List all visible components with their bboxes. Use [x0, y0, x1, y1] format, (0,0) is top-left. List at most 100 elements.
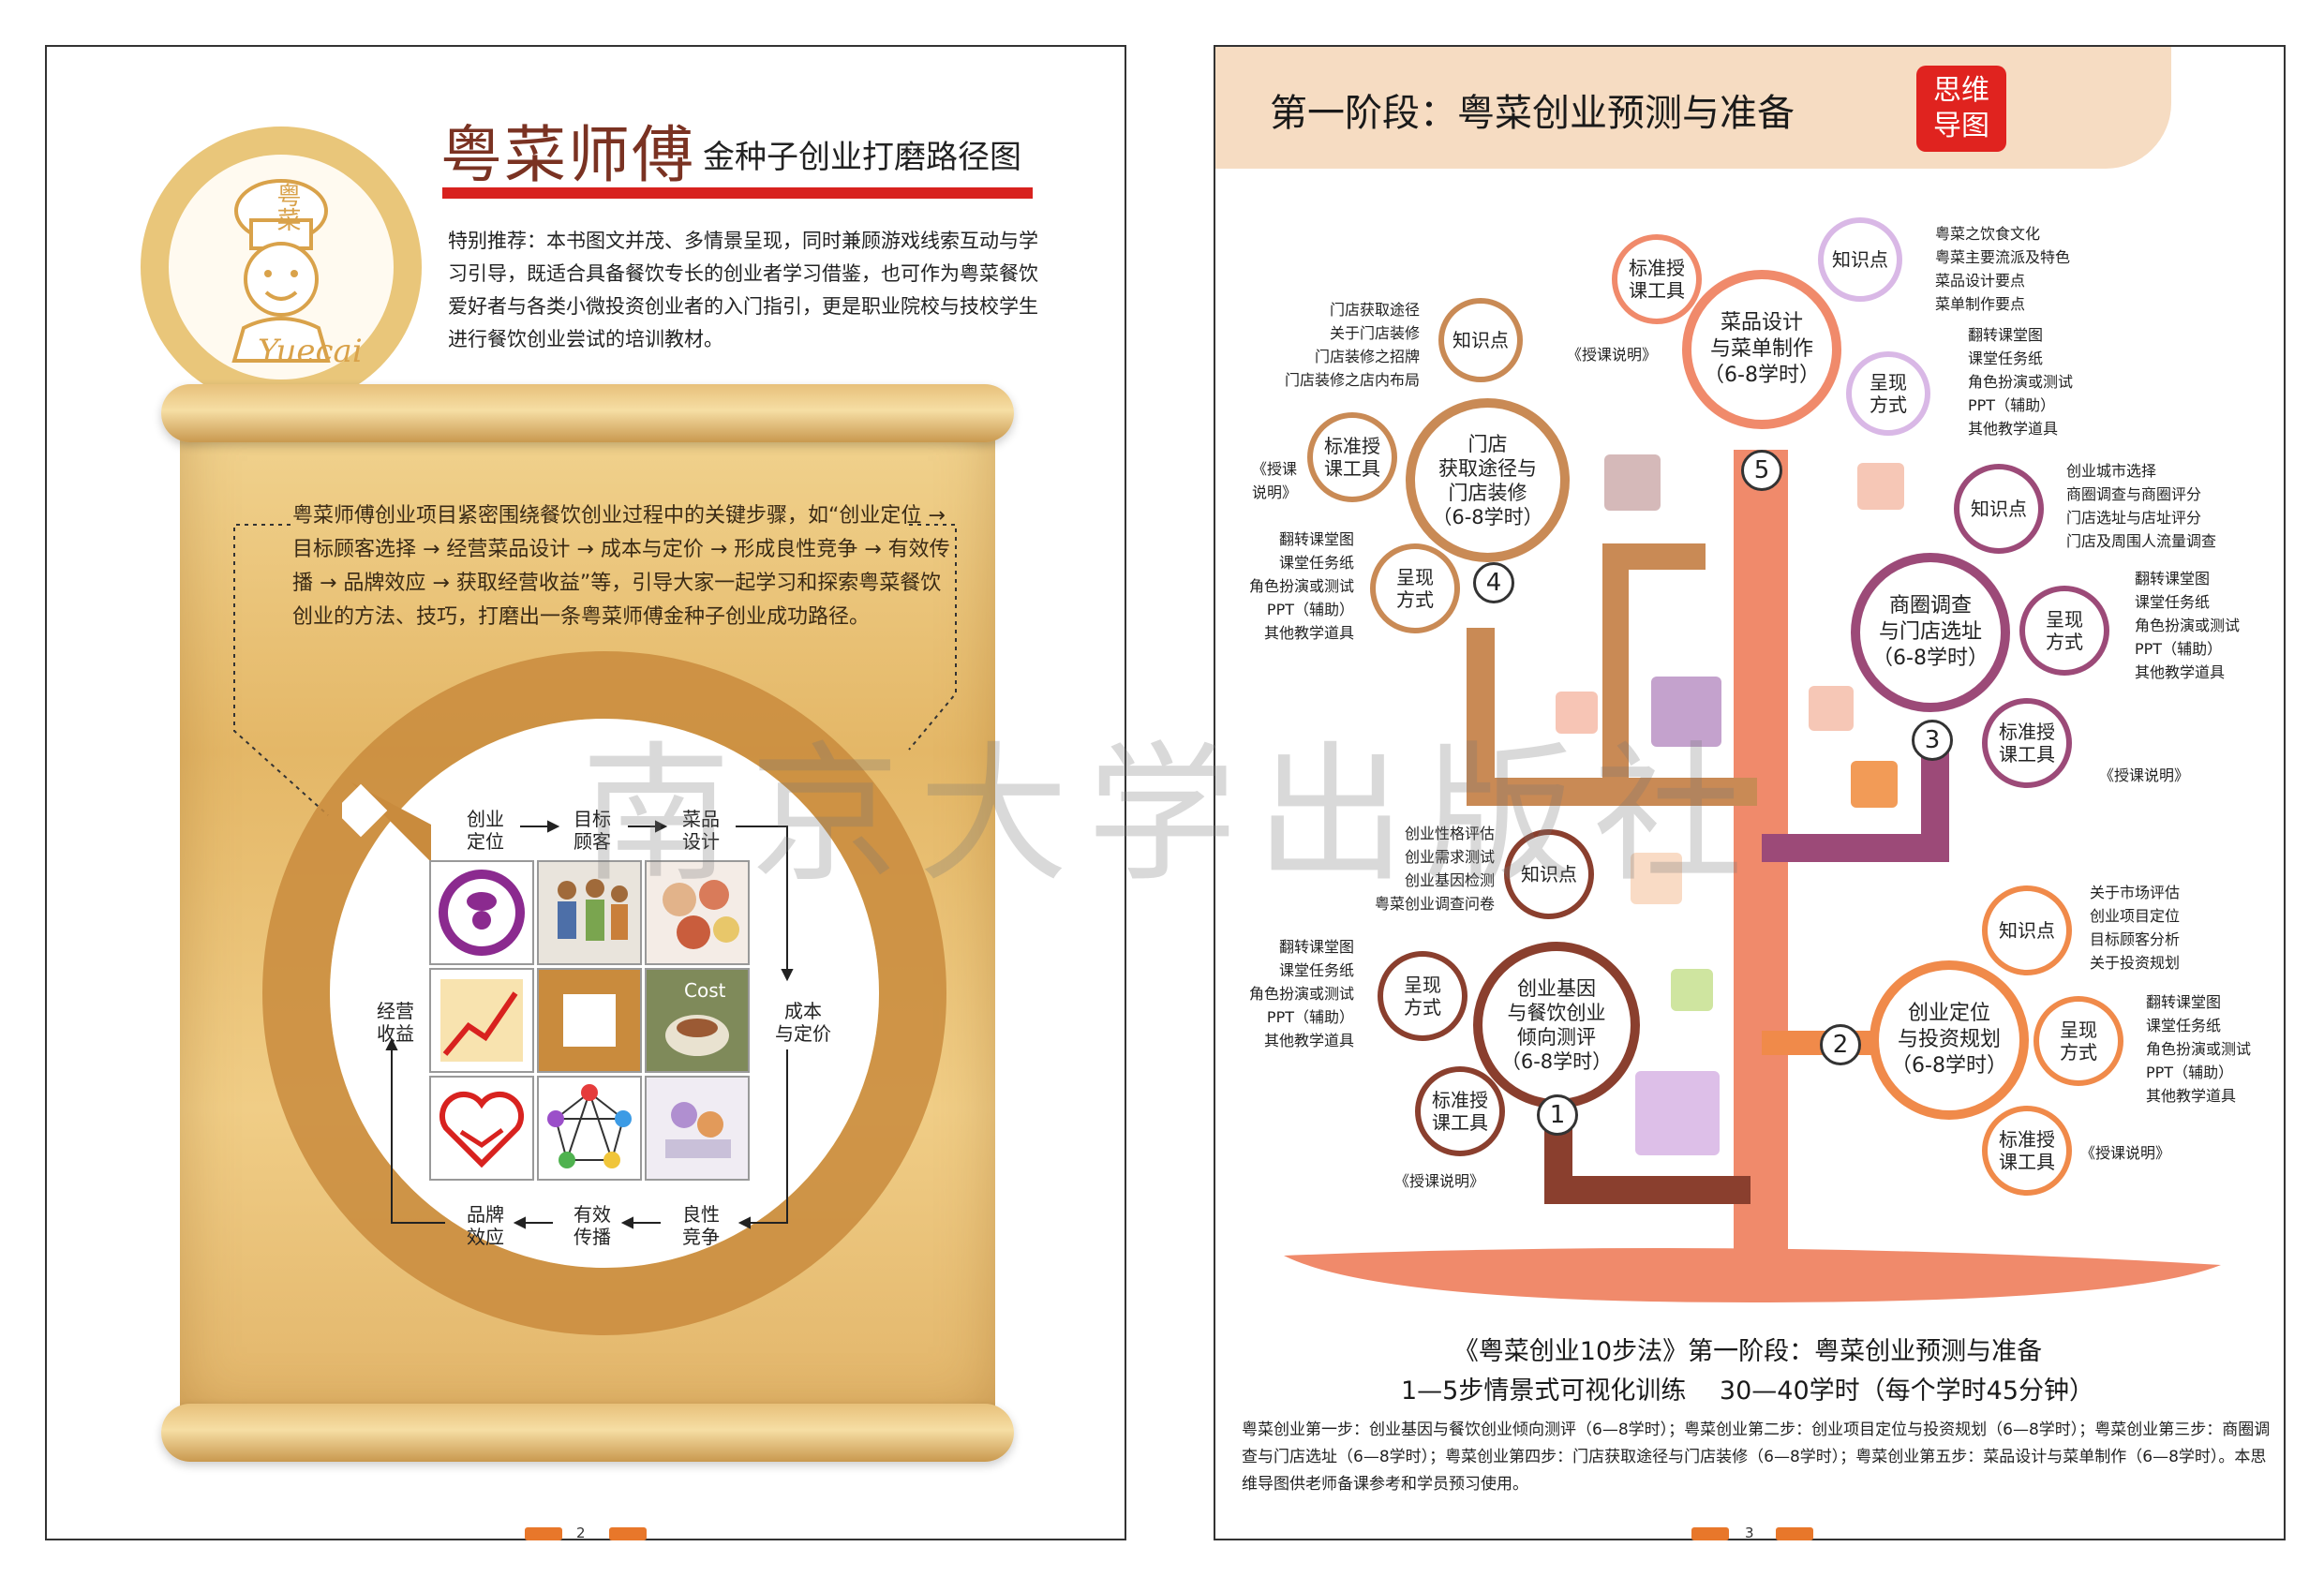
n3-tool-node: 标准授 课工具 [1982, 698, 2072, 788]
leaf-item: 课堂任务纸 [1278, 554, 1354, 572]
deco-square [1556, 692, 1598, 734]
leaf-item: 角色扮演或测试 [1248, 577, 1354, 595]
leaf-item: 粤菜主要流派及特色 [1935, 248, 2071, 266]
leaf-item: 商圈调查与商圈评分 [2066, 485, 2202, 503]
n1-knowledge-node: 知识点 [1504, 829, 1594, 919]
leaf-item: 角色扮演或测试 [2135, 617, 2241, 634]
network-icon [547, 1084, 632, 1168]
leaf-item: 关于市场评估 [2090, 884, 2181, 901]
step-label-positioning: 创业 定位 [467, 808, 504, 853]
deco-square [1635, 1071, 1720, 1155]
node-4-store-acquisition: 门店 获取途径与 门店装修 （6-8学时） [1406, 398, 1570, 562]
n4-present-node: 呈现 方式 [1370, 543, 1460, 633]
leaf-item: 关于投资规划 [2090, 954, 2181, 972]
leaf-item: 其他教学道具 [1263, 1032, 1354, 1049]
leaf-item: 角色扮演或测试 [1968, 373, 2074, 391]
leaf-item: 课堂任务纸 [1278, 961, 1354, 979]
n5-knowledge-node: 知识点 [1818, 217, 1902, 302]
dishes-icon [663, 880, 739, 949]
grid-cell-income [429, 968, 534, 1073]
leaf-item: PPT（辅助） [1266, 601, 1354, 618]
n1-present-node: 呈现 方式 [1378, 951, 1467, 1041]
step-label-income: 经营 收益 [377, 1000, 414, 1045]
n5-knowledge-list: 粤菜之饮食文化 粤菜主要流派及特色 菜品设计要点 菜单制作要点 [1935, 222, 2070, 316]
branch-4-vertical [1467, 628, 1495, 806]
n5-present-node: 呈现 方式 [1846, 351, 1930, 436]
bottom-description: 粤菜创业第一步：创业基因与餐饮创业倾向测评（6—8学时）；粤菜创业第二步：创业项… [1242, 1421, 2271, 1494]
page-marker-left [1691, 1527, 1729, 1540]
grid-cell-cost: Cost [645, 968, 750, 1073]
n5-present-list: 翻转课堂图 课堂任务纸 角色扮演或测试 PPT（辅助） 其他教学道具 [1968, 323, 2073, 440]
n2-knowledge-list: 关于市场评估 创业项目定位 目标顾客分析 关于投资规划 [2090, 881, 2180, 974]
bottom-title: 《粤菜创业10步法》第一阶段：粤菜创业预测与准备 [1452, 1337, 2043, 1366]
n1-tool-node: 标准授 课工具 [1415, 1066, 1505, 1156]
n1-tool-text: 《授课说明》 [1394, 1172, 1485, 1190]
leaf-item: 门店装修之店内布局 [1284, 371, 1420, 389]
leaf-item: 目标顾客分析 [2090, 930, 2181, 948]
step-number-1: 1 [1537, 1094, 1578, 1136]
n4-present-list: 翻转课堂图 课堂任务纸 角色扮演或测试 PPT（辅助） 其他教学道具 [1223, 528, 1354, 645]
step-number-3: 3 [1912, 720, 1953, 761]
node-3-site-selection: 商圈调查 与门店选址 （6-8学时） [1851, 553, 2010, 712]
node-1-entrepreneur-gene: 创业基因 与餐饮创业 倾向测评 （6-8学时） [1473, 942, 1640, 1108]
branch-4-top [1602, 543, 1706, 570]
ground [1284, 1248, 2221, 1302]
brand-title: 粤菜师傅 [440, 119, 695, 191]
n2-present-node: 呈现 方式 [2034, 996, 2123, 1086]
n4-knowledge-node: 知识点 [1438, 298, 1523, 382]
step-number-5: 5 [1741, 450, 1782, 491]
step-label-spread: 有效 传播 [574, 1203, 611, 1248]
scroll-bottom-roll [161, 1404, 1014, 1462]
leaf-item: 其他教学道具 [2135, 663, 2226, 681]
leaf-item: 创业性格评估 [1404, 825, 1495, 842]
medal-script: Yuecai [258, 333, 363, 370]
step-label-dishes: 菜品 设计 [682, 808, 720, 853]
leaf-item: 门店装修之招牌 [1314, 348, 1420, 365]
leaf-item: 其他教学道具 [1968, 420, 2059, 438]
page-number-left: 2 [576, 1525, 586, 1541]
n3-present-list: 翻转课堂图 课堂任务纸 角色扮演或测试 PPT（辅助） 其他教学道具 [2135, 567, 2240, 684]
n3-knowledge-node: 知识点 [1954, 464, 2044, 554]
step-label-brand: 品牌 效应 [467, 1203, 504, 1248]
grid-cell-spread [537, 1076, 642, 1181]
leaf-item: 创业项目定位 [2090, 907, 2181, 925]
leaf-item: 翻转课堂图 [1968, 326, 2044, 344]
n5-tool-text: 《授课说明》 [1567, 346, 1658, 364]
entry-arrow-icon [342, 782, 431, 862]
bottom-subtitle: 1—5步情景式可视化训练 30—40学时（每个学时45分钟） [1400, 1376, 2094, 1406]
branch-4-horizontal [1467, 778, 1757, 806]
deco-square [1671, 969, 1713, 1011]
coffee-cup-icon [665, 1015, 729, 1056]
leaf-item: 其他教学道具 [1263, 624, 1354, 642]
grid-cell-brand [429, 1076, 534, 1181]
grid-cell-center [537, 968, 642, 1073]
leaf-item: 粤菜创业调查问卷 [1374, 895, 1495, 913]
leaf-item: 创业需求测试 [1404, 848, 1495, 866]
people-icon [558, 879, 628, 941]
leaf-item: 创业城市选择 [2066, 462, 2157, 480]
page-number-right: 3 [1745, 1525, 1754, 1541]
branch-3-vertical [1921, 750, 1949, 862]
branch-1-horizontal [1544, 1176, 1750, 1204]
deco-square [1851, 761, 1898, 808]
chef-logo-medal: 粤菜 Yuecai [141, 126, 422, 408]
n2-tool-node: 标准授 课工具 [1982, 1106, 2072, 1196]
leaf-item: 翻转课堂图 [1278, 938, 1354, 956]
leaf-item: 课堂任务纸 [1968, 350, 2044, 367]
page-marker-right [1776, 1527, 1813, 1540]
leaf-item: 关于门店装修 [1329, 324, 1420, 342]
leaf-item: 角色扮演或测试 [1248, 985, 1354, 1003]
scroll-top-roll [161, 384, 1014, 442]
cost-label: Cost [684, 979, 726, 1002]
mindmap-badge: 思维 导图 [1916, 66, 2006, 152]
scroll-paragraph: 粤菜师傅创业项目紧密围绕餐饮创业过程中的关键步骤，如“创业定位 → 目标顾客选择… [292, 504, 950, 629]
n2-knowledge-node: 知识点 [1982, 885, 2072, 975]
header-title: 第一阶段：粤菜创业预测与准备 [1270, 92, 1795, 135]
n5-tool-node: 标准授 课工具 [1612, 234, 1702, 324]
leaf-item: PPT（辅助） [1968, 396, 2056, 414]
grid-cell-dishes [645, 860, 750, 965]
node-5-menu-design: 菜品设计 与菜单制作 （6-8学时） [1682, 270, 1841, 429]
step-label-customers: 目标 顾客 [574, 808, 611, 853]
leaf-item: 粤菜之饮食文化 [1935, 225, 2041, 243]
n1-knowledge-list: 创业性格评估 创业需求测试 创业基因检测 粤菜创业调查问卷 [1307, 822, 1495, 915]
